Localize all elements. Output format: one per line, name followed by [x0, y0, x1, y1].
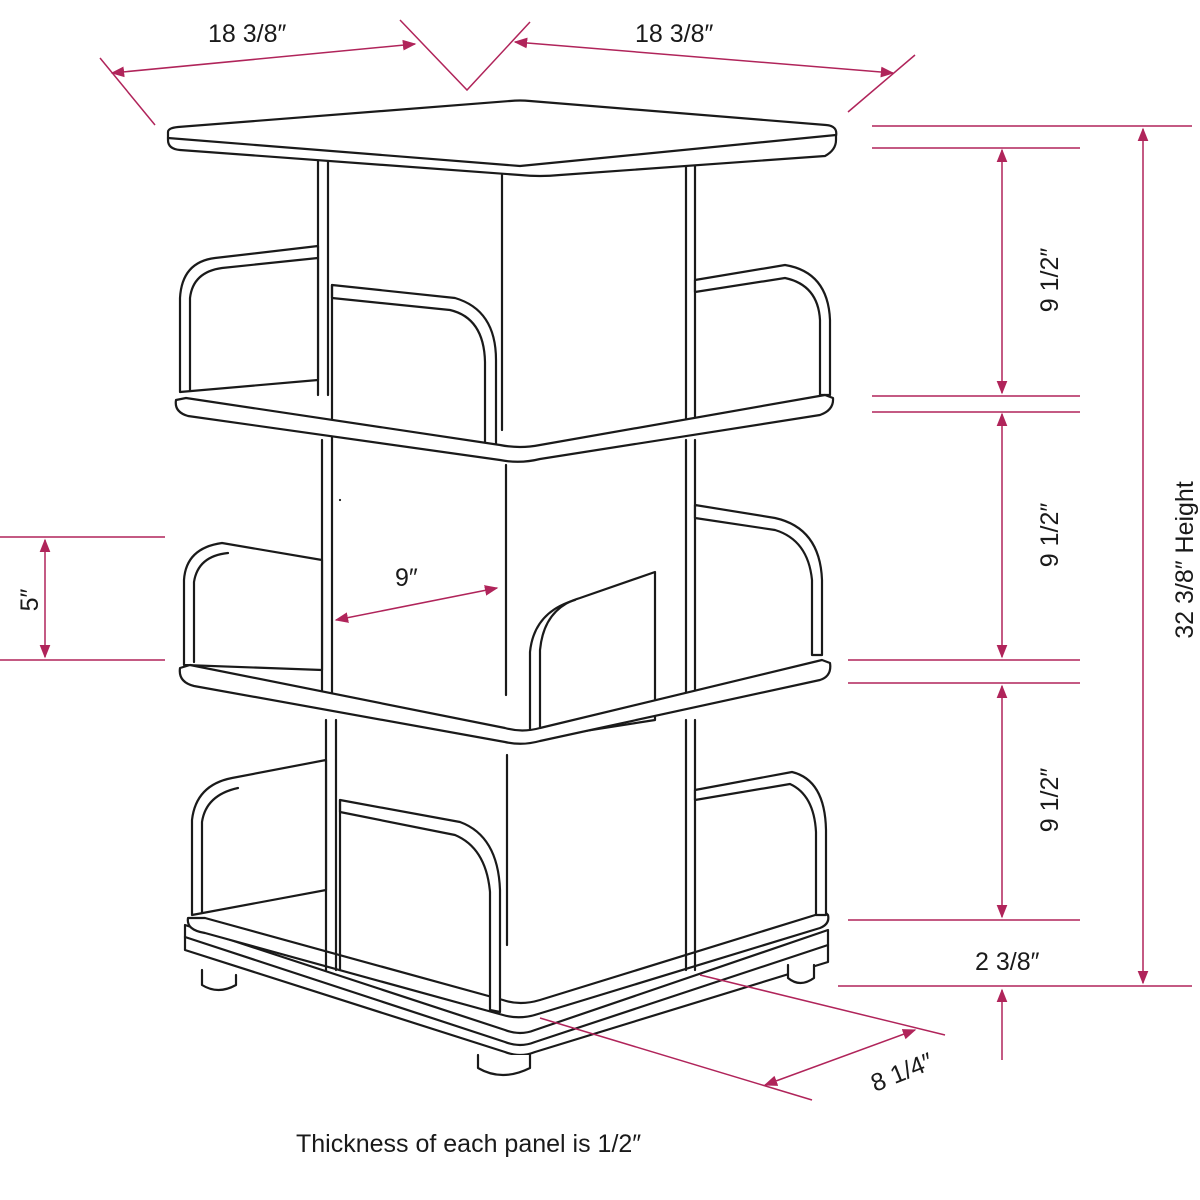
middle-shelf: [178, 658, 832, 745]
base-plinth: [183, 923, 830, 1077]
shelf-height-bottom-label: 9 1/2″: [1036, 768, 1064, 833]
dimension-lines: [0, 19, 1192, 1101]
bookcase-drawing: [166, 99, 838, 1077]
top-panel: [166, 99, 838, 178]
shelf-height-middle-label: 9 1/2″: [1036, 503, 1064, 568]
middle-tier: [182, 503, 824, 740]
compartment-width-label: 9″: [395, 564, 418, 592]
base-height-label: 2 3/8″: [975, 948, 1040, 976]
top-width-right-label: 18 3/8″: [635, 20, 714, 48]
bottom-shelf: [186, 910, 830, 1019]
top-width-left-label: 18 3/8″: [208, 20, 287, 48]
base-depth-label: 8 1/4″: [867, 1047, 937, 1097]
divider-height-label: 5″: [16, 588, 44, 611]
dimension-labels: 18 3/8″ 18 3/8″ 9 1/2″ 9 1/2″ 9 1/2″ 32 …: [16, 20, 1199, 1098]
total-height-label: 32 3/8″ Height: [1171, 481, 1199, 639]
lower-tier: [190, 498, 828, 1014]
panel-thickness-caption: Thickness of each panel is 1/2″: [296, 1130, 641, 1158]
shelf-height-top-label: 9 1/2″: [1036, 248, 1064, 313]
center-column: [316, 158, 697, 972]
upper-tier: [178, 244, 832, 454]
upper-shelf: [174, 393, 835, 463]
